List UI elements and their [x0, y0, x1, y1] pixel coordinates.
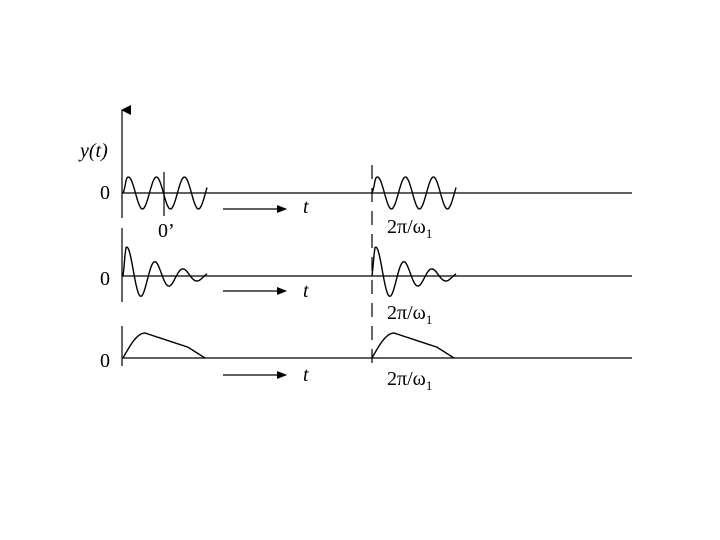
y-axis-label: y(t) [78, 140, 108, 162]
row2-wave-left [122, 246, 208, 298]
row1-wave-right [371, 176, 457, 210]
row3-pulse-right [371, 332, 455, 359]
row3-period-label: 2π/ω1 [387, 368, 432, 393]
row2-wave-right [371, 246, 457, 298]
row3-time-label: t [303, 364, 309, 386]
row1-time-label: t [303, 196, 309, 218]
row3-zero-label: 0 [100, 350, 110, 372]
row2-zero-label: 0 [100, 268, 110, 290]
row3-pulse-left [122, 332, 206, 359]
row1-wave-left [122, 176, 208, 210]
row1-zero-label: 0 [100, 182, 110, 204]
shifted-origin-label: 0’ [158, 220, 175, 242]
row2-time-label: t [303, 280, 309, 302]
row1-period-label: 2π/ω1 [387, 216, 432, 241]
row2-period-label: 2π/ω1 [387, 302, 432, 327]
